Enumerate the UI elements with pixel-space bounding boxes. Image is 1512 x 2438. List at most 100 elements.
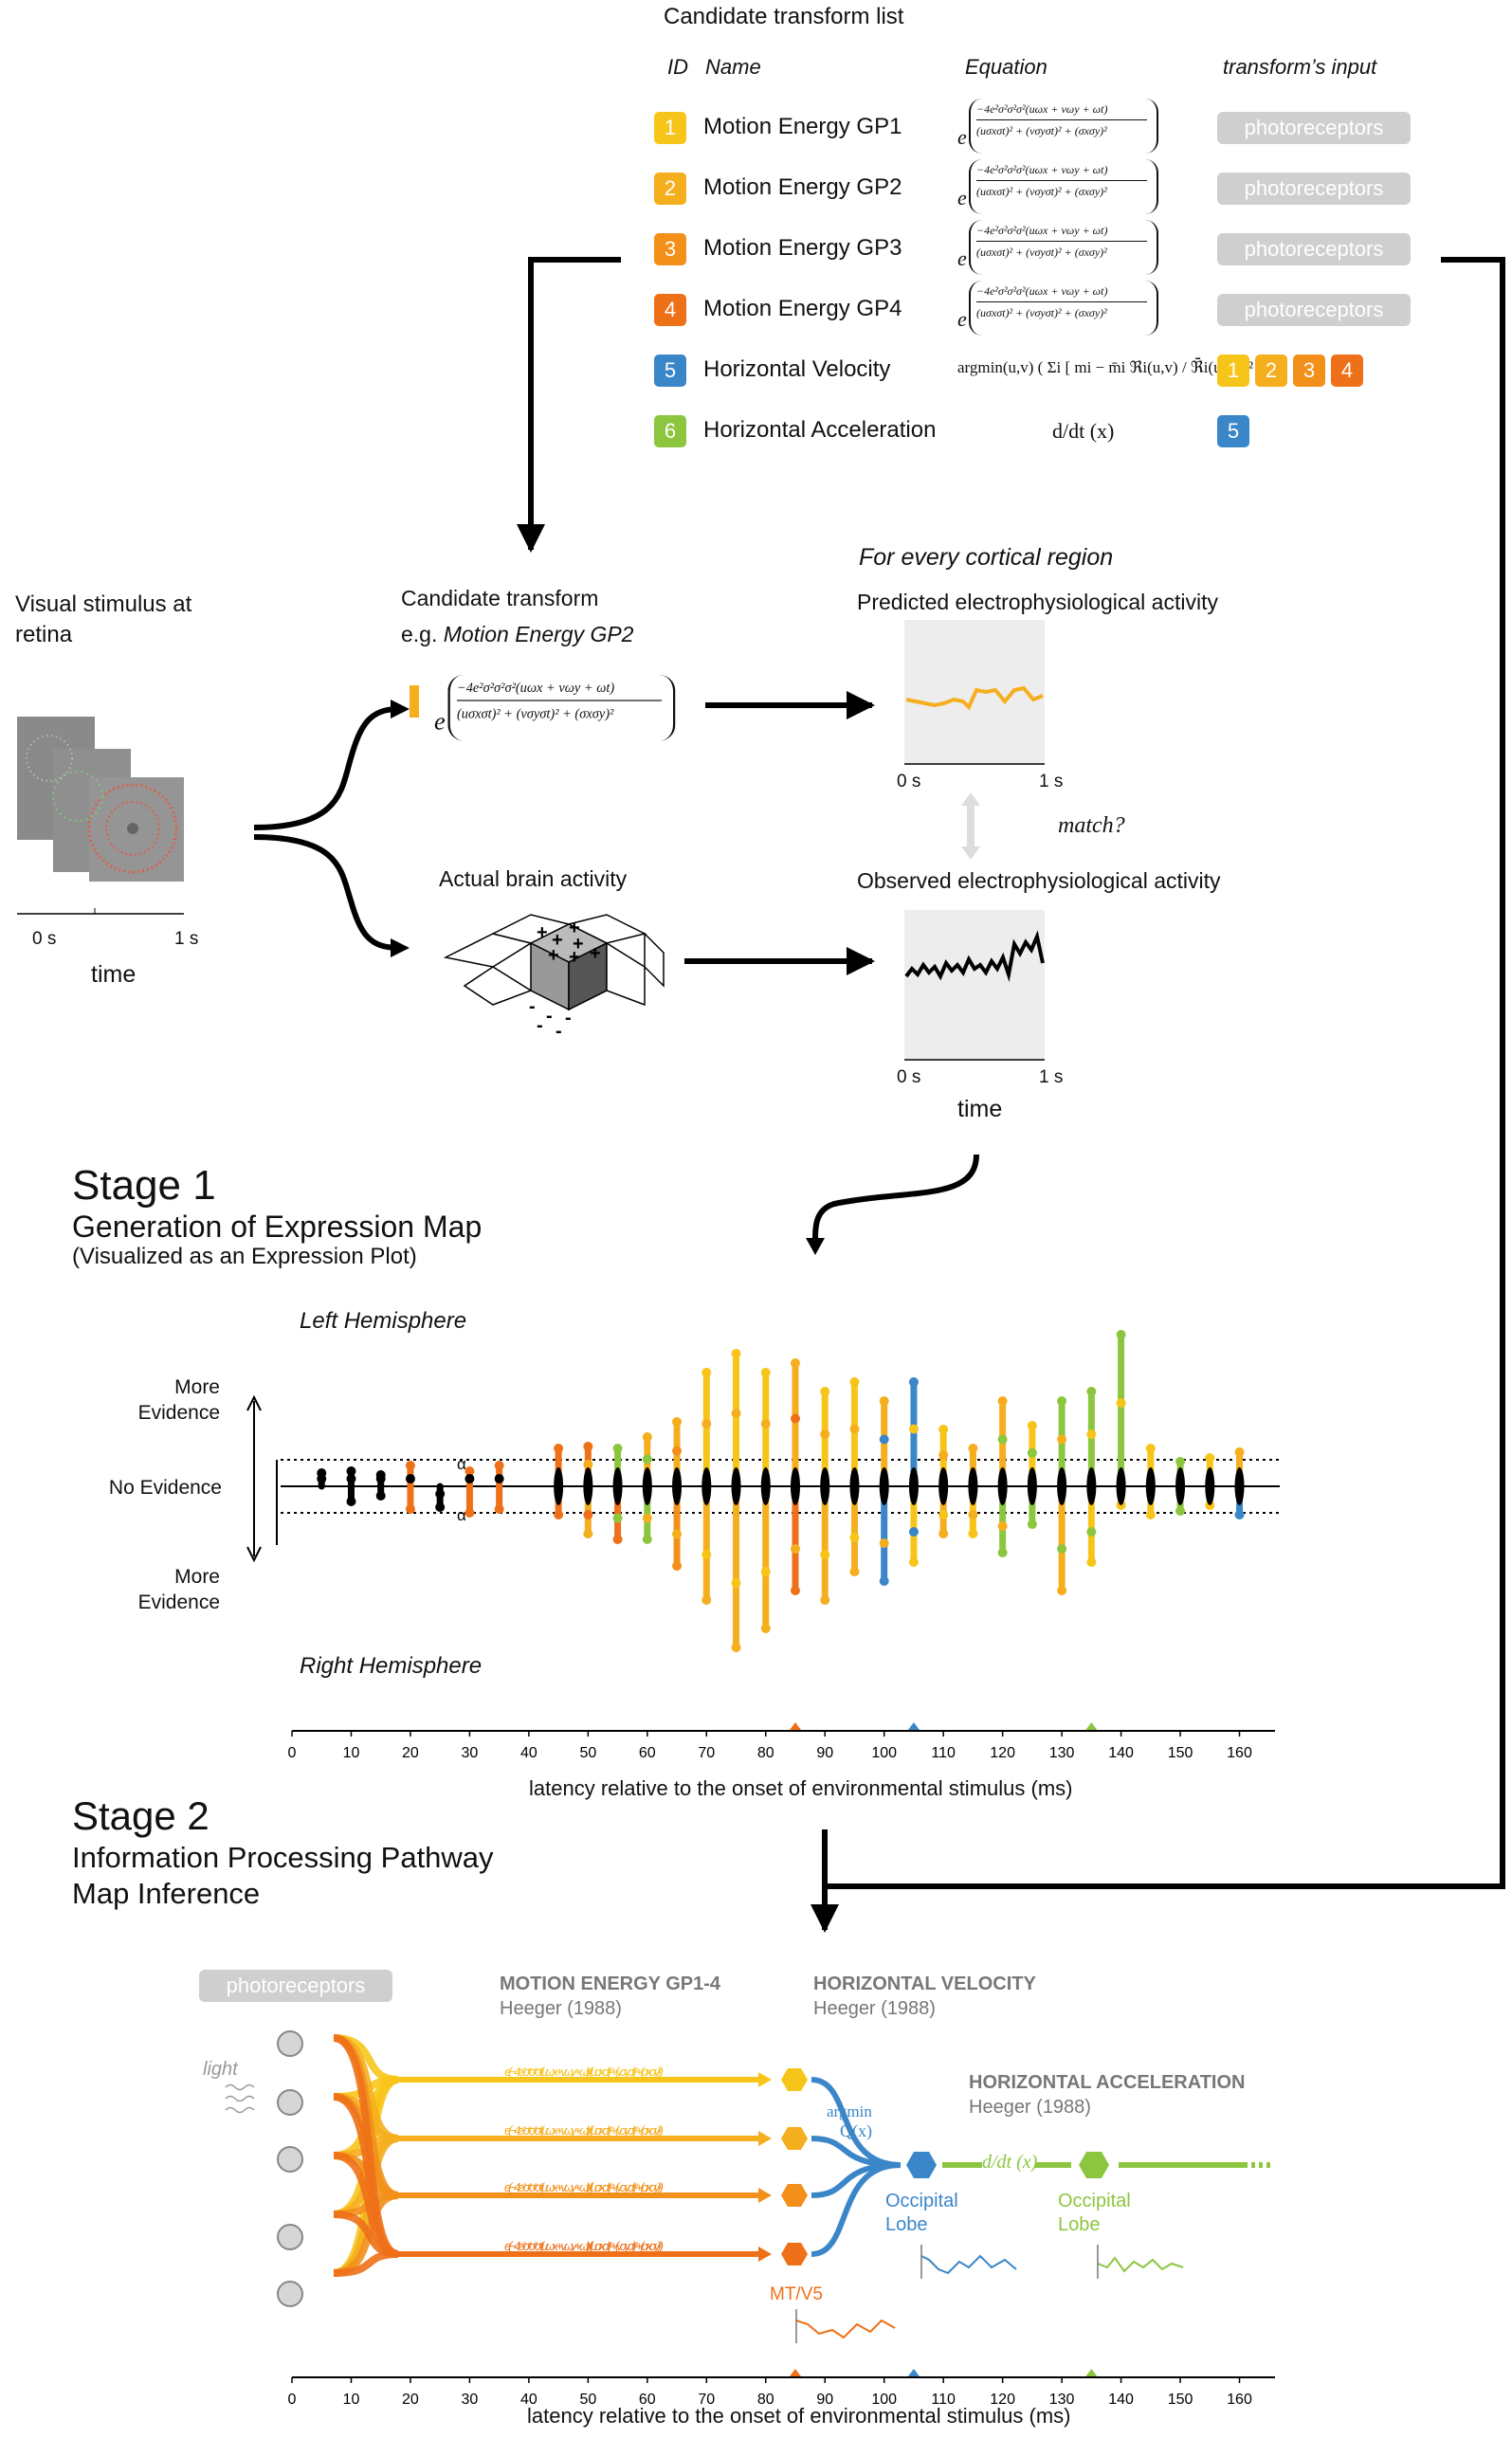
- evidence-dot: [790, 1586, 800, 1595]
- evidence-dot: [997, 1434, 1008, 1445]
- ha-title: HORIZONTAL ACCELERATION: [969, 2072, 1246, 2093]
- pathway-arrow: [758, 2188, 772, 2203]
- ha-ref: Heeger (1988): [969, 2097, 1091, 2118]
- latency-marker: [789, 1722, 801, 1730]
- evidence-dot: [938, 1510, 949, 1519]
- candidate-example: e.g. Motion Energy GP2: [401, 622, 633, 647]
- fan-line: [333, 2135, 399, 2159]
- observed-trace: [904, 930, 1045, 982]
- observed-label: Observed electrophysiological activity: [857, 868, 1221, 893]
- light-label: light: [203, 2059, 238, 2080]
- evidence-dot: [375, 1491, 386, 1501]
- eq-den: (uσxσt)² + (vσyσt)² + (σxσy)²: [976, 246, 1107, 259]
- list-title: Candidate transform list: [664, 4, 904, 29]
- evidence-dot: [642, 1432, 652, 1442]
- loop-arrow-right: [825, 257, 1505, 1889]
- eq-num: −4e²σ²σ²σ²(uωx + vωy + ωt): [976, 224, 1108, 237]
- evidence-dot: [1234, 1447, 1245, 1457]
- fan-line: [333, 2093, 399, 2258]
- header-equation: Equation: [965, 55, 1047, 79]
- svg-text:+: +: [537, 922, 548, 943]
- candidate-example-prefix: e.g.: [401, 622, 438, 646]
- evidence-dot: [1027, 1447, 1037, 1458]
- evidence-core: [1057, 1467, 1067, 1505]
- header-input: transform’s input: [1223, 55, 1377, 79]
- evidence-dot: [465, 1474, 475, 1483]
- evidence-dot: [849, 1567, 860, 1576]
- svg-text:-: -: [529, 996, 536, 1017]
- evidence-core: [997, 1467, 1008, 1505]
- brain-block: [443, 914, 665, 1011]
- evidence-dot: [346, 1474, 356, 1483]
- eq-bracket: [447, 675, 676, 741]
- evidence-dot: [583, 1529, 593, 1538]
- fan-line: [333, 2211, 399, 2258]
- evidence-dot: [908, 1557, 919, 1567]
- evidence-dot: [435, 1489, 446, 1499]
- predicted-label: Predicted electrophysiological activity: [857, 590, 1218, 614]
- evidence-dot: [968, 1529, 978, 1538]
- evidence-core: [612, 1467, 623, 1505]
- tick-label: 0: [288, 2392, 297, 2408]
- fan-line: [333, 2034, 399, 2199]
- header-name: Name: [705, 55, 761, 79]
- fan-line: [333, 2093, 399, 2142]
- light-wave: [225, 2106, 255, 2114]
- evidence-dot: [1027, 1421, 1037, 1430]
- candidate-title: Candidate transform: [401, 586, 599, 610]
- fan-line: [333, 2192, 399, 2277]
- evidence-core: [849, 1467, 860, 1505]
- evidence-core: [672, 1467, 683, 1505]
- svg-text:+: +: [590, 943, 601, 964]
- candidate-color-bar: [410, 685, 419, 718]
- evidence-core: [760, 1467, 771, 1505]
- tick-label: 20: [402, 2392, 419, 2408]
- tick-label: 0: [288, 1745, 297, 1761]
- evidence-dot: [997, 1548, 1008, 1557]
- evidence-dot: [1086, 1527, 1097, 1537]
- argmin-label: argmin: [827, 2102, 872, 2120]
- eq-e: e: [957, 125, 967, 149]
- evidence-core: [642, 1467, 652, 1505]
- evidence-core: [908, 1467, 919, 1505]
- tick-label: 140: [1108, 2392, 1134, 2408]
- row-equation: e−4e²σ²σ²σ²(uωx + vωy + ωt)(uσxσt)² + (v…: [957, 99, 1175, 157]
- stage2-subtitle-1: Information Processing Pathway: [72, 1841, 494, 1874]
- stage1-axis-label: latency relative to the onset of environ…: [529, 1776, 1073, 1800]
- mini-equation: e(−4e²σ²σ²σ²(uωx + vωy + ωt) / (uσxσt)² …: [504, 2123, 664, 2138]
- svg-text:-: -: [546, 1006, 553, 1027]
- alpha-label: α: [457, 1455, 466, 1473]
- row-name: Motion Energy GP1: [703, 114, 902, 139]
- evidence-dot: [938, 1450, 949, 1460]
- occipital-1: Occipital Lobe: [885, 2191, 958, 2235]
- eq-bracket: [969, 220, 1158, 275]
- evidence-dot: [672, 1417, 683, 1427]
- evidence-dot: [405, 1474, 415, 1483]
- evidence-dot: [612, 1535, 623, 1544]
- evidence-dot: [908, 1424, 919, 1434]
- hv-ref: Heeger (1988): [813, 1998, 936, 2019]
- evidence-dot: [494, 1504, 504, 1514]
- svg-text:-: -: [565, 1008, 572, 1028]
- candidate-example-name: Motion Energy GP2: [443, 622, 634, 646]
- evidence-arrow-up: [246, 1394, 262, 1411]
- evidence-dot: [997, 1396, 1008, 1406]
- evidence-dot: [1116, 1398, 1126, 1408]
- evidence-dot: [672, 1529, 683, 1539]
- evidence-core: [583, 1467, 593, 1505]
- stim-t1: 1 s: [174, 929, 199, 949]
- eq-den: (uσxσt)² + (vσyσt)² + (σxσy)²: [976, 306, 1107, 319]
- hv-title: HORIZONTAL VELOCITY: [813, 1974, 1036, 1994]
- evidence-core: [1175, 1467, 1186, 1505]
- evidence-dot: [731, 1349, 741, 1358]
- evidence-dot: [1086, 1429, 1097, 1439]
- stage2-subtitle-2: Map Inference: [72, 1877, 261, 1910]
- row-equation: e−4e²σ²σ²σ²(uωx + vωy + ωt)(uσxσt)² + (v…: [957, 159, 1175, 218]
- evidence-dot: [1057, 1396, 1067, 1406]
- expression-plot: αα: [246, 1330, 1245, 1652]
- fan-line: [333, 2076, 399, 2101]
- evidence-core: [968, 1467, 978, 1505]
- eq-line: [976, 301, 1147, 302]
- row-name: Motion Energy GP3: [703, 235, 902, 261]
- evidence-arrow-down: [246, 1546, 262, 1563]
